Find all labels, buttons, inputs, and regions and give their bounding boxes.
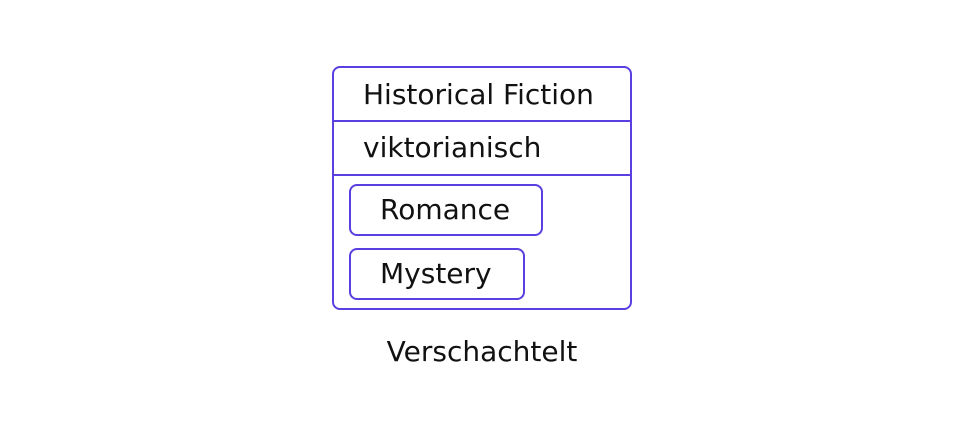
nested-group-box: Historical Fiction viktorianisch Romance… <box>332 66 632 310</box>
nested-item-mystery: Mystery <box>349 248 525 300</box>
group-subheader: viktorianisch <box>334 122 630 176</box>
group-header: Historical Fiction <box>334 68 630 122</box>
nested-item-romance: Romance <box>349 184 543 236</box>
diagram-caption: Verschachtelt <box>386 335 578 368</box>
